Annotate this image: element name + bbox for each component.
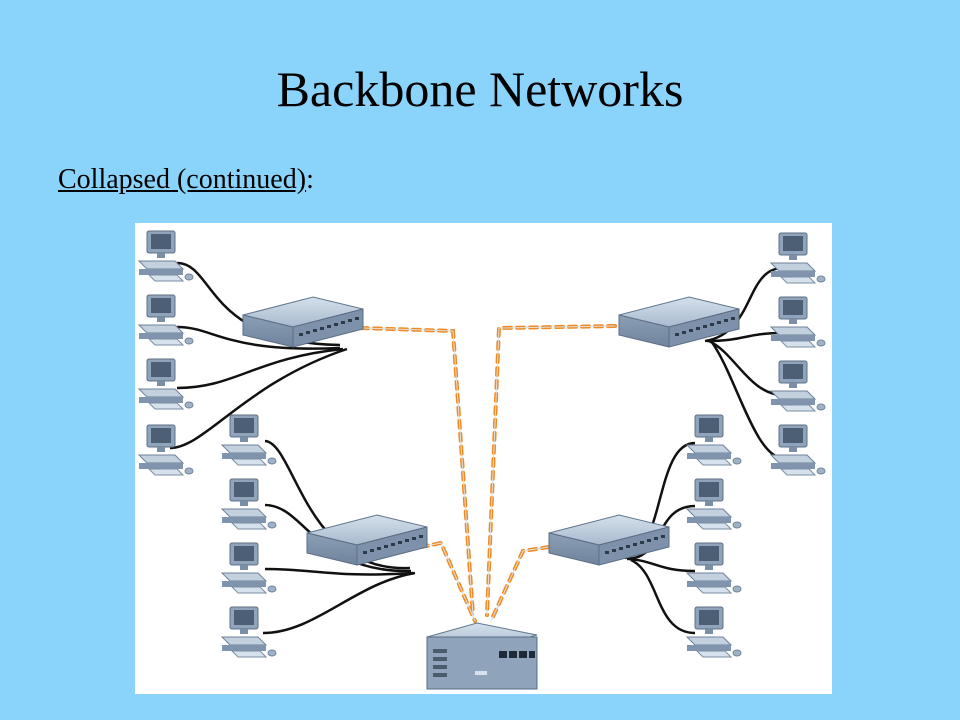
subtitle-text: Collapsed (continued) [58, 164, 307, 195]
backbone-links [359, 324, 617, 623]
core-switch [426, 622, 538, 690]
network-diagram [135, 223, 832, 694]
pc-group-right-inner [686, 414, 742, 658]
hub-bottom-right [548, 514, 670, 566]
slide-subtitle: Collapsed (continued): [58, 166, 314, 194]
pc-group-left-inner [221, 414, 277, 658]
hub-top-left [242, 296, 364, 348]
subtitle-colon: : [306, 164, 314, 195]
network-diagram-svg [138, 230, 826, 690]
pc-group-right-outer [770, 232, 826, 476]
hub-bottom-left [306, 514, 428, 566]
pc-group-left-outer [138, 230, 194, 476]
slide-title: Backbone Networks [276, 61, 684, 117]
